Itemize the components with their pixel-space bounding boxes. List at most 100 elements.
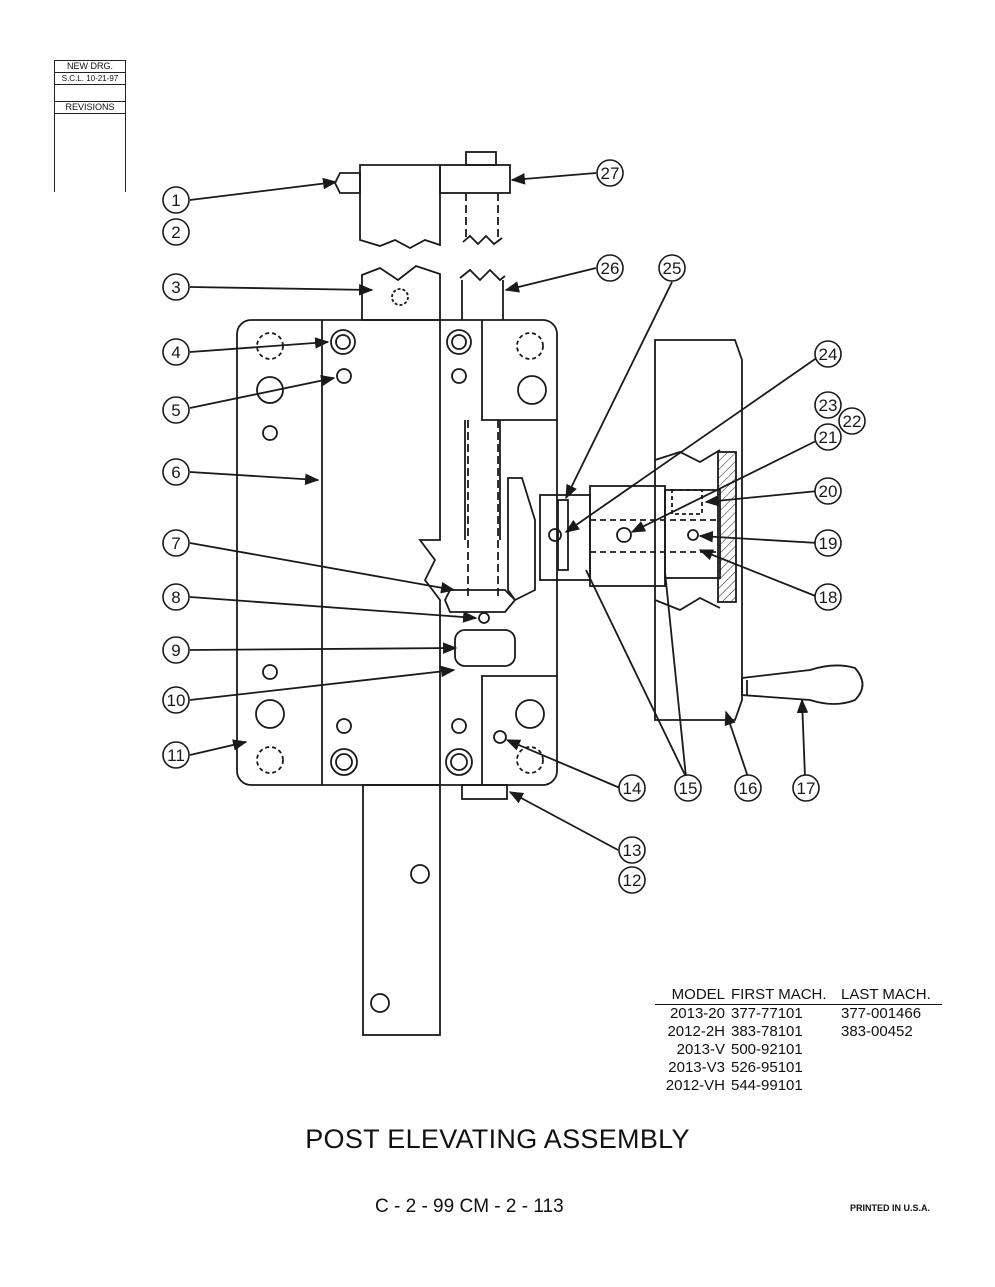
callout-circle [162, 458, 190, 486]
callout-26: 26 [596, 254, 624, 282]
callout-circle [162, 218, 190, 246]
printed-notice: PRINTED IN U.S.A. [850, 1203, 931, 1213]
callout-circle [814, 340, 842, 368]
drawing-title: POST ELEVATING ASSEMBLY [305, 1124, 690, 1154]
table-row: 2012-2H 383-78101 383-00452 [655, 1023, 942, 1041]
table-row: 2013-V3 526-95101 [655, 1059, 942, 1077]
cell-model: 2013-V3 [668, 1059, 725, 1076]
callout-label: 16 [739, 779, 758, 798]
callout-27: 27 [596, 159, 624, 187]
callout-17: 17 [792, 774, 820, 802]
cell-first: 544-99101 [731, 1077, 803, 1094]
callout-label: 12 [623, 871, 642, 890]
callout-label: 17 [797, 779, 816, 798]
cell-first: 526-95101 [731, 1059, 803, 1076]
callout-label: 8 [171, 588, 180, 607]
revision-block: NEW DRG. S.C.L. 10-21-97 REVISIONS [54, 60, 126, 192]
revision-date: S.C.L. 10-21-97 [55, 73, 125, 85]
callout-circle [162, 741, 190, 769]
callout-circle [814, 423, 842, 451]
cell-first: 383-78101 [731, 1023, 803, 1040]
callout-label: 5 [171, 401, 180, 420]
callout-2: 2 [162, 218, 190, 246]
callout-circle [814, 583, 842, 611]
callout-label: 13 [623, 841, 642, 860]
callout-circle [838, 407, 866, 435]
callout-label: 26 [601, 259, 620, 278]
cell-model: 2013-20 [669, 1005, 725, 1022]
callout-6: 6 [162, 458, 190, 486]
callout-label: 21 [819, 428, 838, 447]
revision-label: REVISIONS [55, 102, 125, 114]
bottom-post [362, 784, 508, 1036]
callout-12: 12 [618, 866, 646, 894]
upper-plate-section [361, 264, 506, 321]
callout-circle [162, 529, 190, 557]
callout-25: 25 [658, 254, 686, 282]
cell-last [841, 1041, 941, 1059]
cell-first: 500-92101 [731, 1041, 803, 1058]
callout-label: 7 [171, 534, 180, 553]
gear-collar [444, 477, 536, 667]
callout-label: 2 [171, 223, 180, 242]
callout-circle [162, 396, 190, 424]
revision-new-drawing: NEW DRG. [55, 61, 125, 73]
cell-last [841, 1077, 941, 1095]
cell-last: 383-00452 [841, 1023, 913, 1040]
callout-circle [596, 254, 624, 282]
leader-lines [189, 172, 819, 851]
callout-circle [792, 774, 820, 802]
callout-label: 6 [171, 463, 180, 482]
cell-last [841, 1059, 941, 1077]
callout-11: 11 [162, 741, 190, 769]
callout-5: 5 [162, 396, 190, 424]
callout-14: 14 [618, 774, 646, 802]
callout-circle [162, 186, 190, 214]
callout-18: 18 [814, 583, 842, 611]
callout-circle [162, 273, 190, 301]
callout-label: 20 [819, 482, 838, 501]
callout-label: 1 [171, 191, 180, 210]
callout-circle [658, 254, 686, 282]
callout-circle [814, 391, 842, 419]
callout-label: 15 [679, 779, 698, 798]
top-block [333, 151, 511, 250]
callout-10: 10 [162, 686, 190, 714]
callout-label: 19 [819, 534, 838, 553]
callout-label: 23 [819, 396, 838, 415]
callout-circle [814, 529, 842, 557]
revision-spacer [55, 85, 125, 102]
main-plate [236, 319, 558, 786]
callout-label: 25 [663, 259, 682, 278]
callout-label: 18 [819, 588, 838, 607]
page-number: C - 2 - 99 CM - 2 - 113 [375, 1196, 564, 1217]
cell-last: 377-001466 [841, 1005, 922, 1022]
callout-circle [618, 836, 646, 864]
callout-label: 14 [623, 779, 642, 798]
callout-20: 20 [814, 477, 842, 505]
callout-label: 3 [171, 278, 180, 297]
callout-circle [618, 774, 646, 802]
bearing-assembly [539, 485, 721, 587]
callout-15: 15 [674, 774, 702, 802]
handwheel [654, 339, 864, 721]
callout-22: 22 [838, 407, 866, 435]
header-first-mach: FIRST MACH. [731, 986, 827, 1003]
callout-1: 1 [162, 186, 190, 214]
table-row: 2013-V 500-92101 [655, 1041, 942, 1059]
callout-label: 4 [171, 343, 180, 362]
header-model: MODEL [671, 986, 725, 1003]
cell-model: 2013-V [676, 1041, 725, 1058]
callout-label: 9 [171, 641, 180, 660]
header-last-mach: LAST MACH. [841, 986, 931, 1003]
callout-16: 16 [734, 774, 762, 802]
callout-13: 13 [618, 836, 646, 864]
callout-9: 9 [162, 636, 190, 664]
cell-model: 2012-VH [665, 1077, 725, 1094]
table-header: MODEL FIRST MACH. LAST MACH. [655, 986, 942, 1005]
callout-21: 21 [814, 423, 842, 451]
callout-label: 24 [819, 345, 838, 364]
callout-7: 7 [162, 529, 190, 557]
